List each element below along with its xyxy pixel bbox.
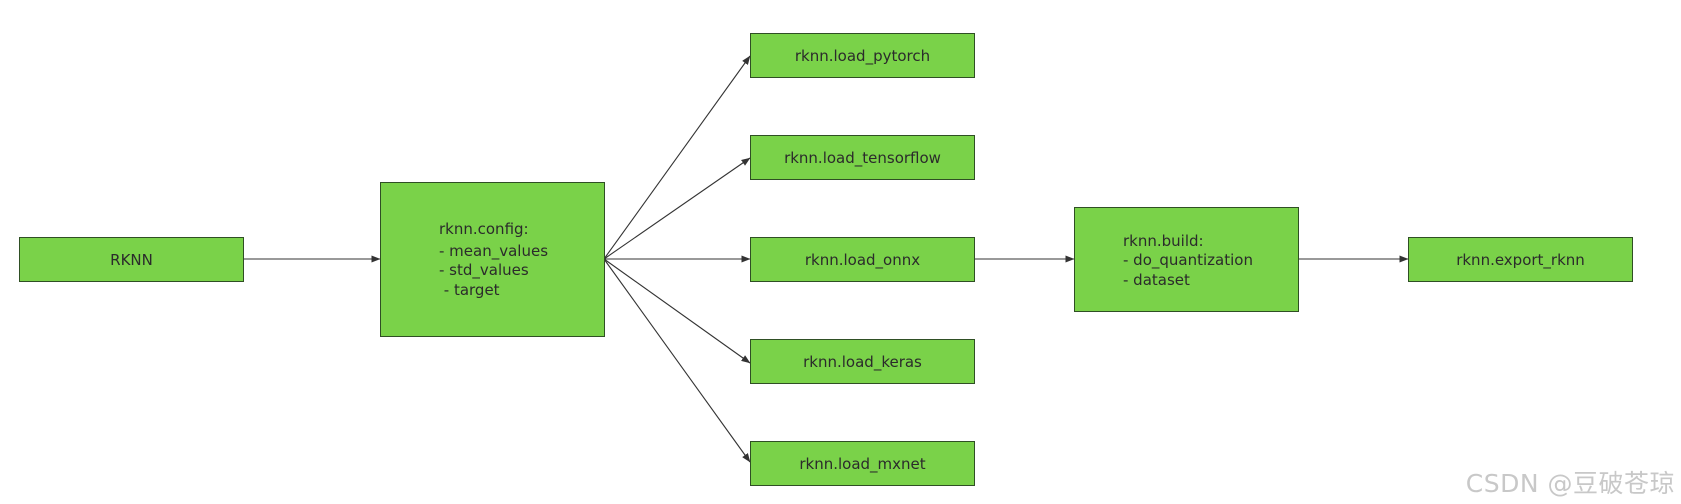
node-rknn-load-pytorch: rknn.load_pytorch bbox=[750, 33, 975, 78]
edge-config-to-load-pytorch bbox=[603, 55, 751, 260]
node-rknn-build-line-3: - dataset bbox=[1123, 271, 1190, 289]
node-rknn-load-tensorflow-label: rknn.load_tensorflow bbox=[784, 149, 941, 168]
edge-layer bbox=[244, 55, 1409, 463]
node-rknn-config-line-2: - mean_values bbox=[439, 242, 548, 261]
node-rknn-load-mxnet-label: rknn.load_mxnet bbox=[799, 455, 925, 474]
node-rknn-load-onnx: rknn.load_onnx bbox=[750, 237, 975, 282]
watermark-text: CSDN @豆破苍琼 bbox=[1465, 469, 1675, 498]
node-rknn-config: rknn.config: - mean_values - std_values … bbox=[380, 182, 605, 337]
node-rknn-label: RKNN bbox=[110, 251, 153, 269]
node-rknn-load-keras-label: rknn.load_keras bbox=[803, 353, 922, 372]
node-rknn-build-line-1: rknn.build: bbox=[1123, 232, 1204, 250]
node-rknn-load-onnx-label: rknn.load_onnx bbox=[805, 251, 920, 270]
node-rknn-config-line-1: rknn.config: bbox=[439, 220, 529, 238]
node-rknn-load-tensorflow: rknn.load_tensorflow bbox=[750, 135, 975, 180]
node-rknn-export-rknn-label: rknn.export_rknn bbox=[1456, 251, 1585, 270]
node-layer: RKNN rknn.config: - mean_values - std_va… bbox=[19, 33, 1633, 486]
node-rknn-config-line-3: - std_values bbox=[439, 261, 529, 280]
node-rknn-config-line-4: - target bbox=[439, 281, 500, 299]
edge-config-to-load-mxnet bbox=[603, 258, 751, 463]
edge-config-to-load-tensorflow bbox=[603, 157, 751, 260]
node-rknn-load-pytorch-label: rknn.load_pytorch bbox=[795, 47, 930, 66]
node-rknn-load-mxnet: rknn.load_mxnet bbox=[750, 441, 975, 486]
node-rknn: RKNN bbox=[19, 237, 244, 282]
node-rknn-build: rknn.build: - do_quantization - dataset bbox=[1074, 207, 1299, 312]
edge-config-to-load-keras bbox=[603, 258, 751, 364]
node-rknn-build-line-2: - do_quantization bbox=[1123, 251, 1253, 270]
node-rknn-load-keras: rknn.load_keras bbox=[750, 339, 975, 384]
node-rknn-export-rknn: rknn.export_rknn bbox=[1408, 237, 1633, 282]
